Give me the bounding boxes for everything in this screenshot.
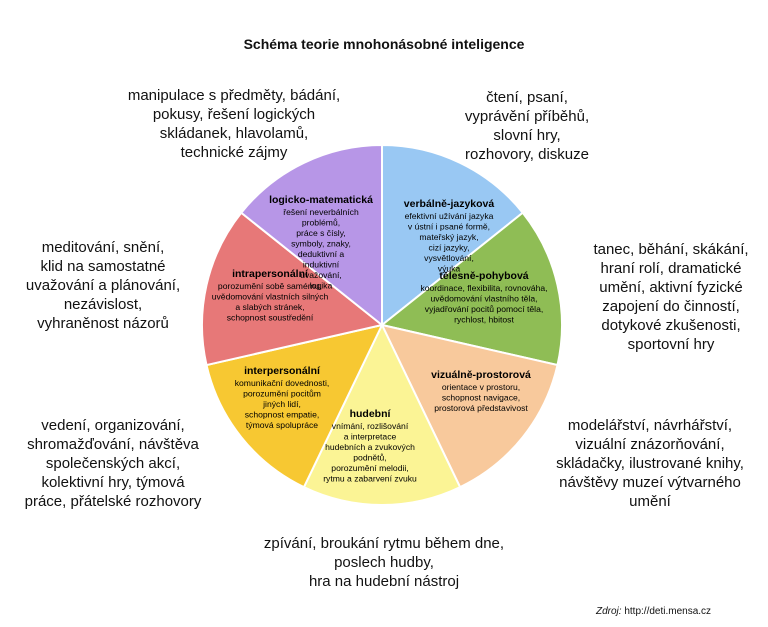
segment-desc-line: orientace v prostoru, (442, 382, 520, 392)
segment-title-vizualne: vizuálně-prostorová (431, 369, 531, 381)
slice-interpersonalni (205, 323, 384, 489)
segment-desc-line: symboly, znaky, (291, 239, 351, 249)
segment-desc-line: uvědomování vlastních silných (212, 292, 329, 302)
source-note: Zdroj: http://deti.mensa.cz (596, 606, 711, 617)
page-title: Schéma teorie mnohonásobné inteligence (243, 36, 525, 52)
activities-vizualne: modelářství, návrhářství, vizuální znázo… (556, 417, 744, 510)
segment-desc-line: efektivní užívání jazyka (405, 211, 494, 221)
slice-hudebni (302, 322, 462, 506)
slice-logicko (239, 143, 383, 328)
segment-desc-line: vnímání, rozlišování (332, 421, 409, 431)
segment-desc-line: vysvětlování, (424, 253, 474, 263)
segment-title-hudebni: hudební (350, 408, 392, 420)
slice-intrapersonalni (201, 211, 385, 367)
segment-desc-line: a slabých stránek, (235, 302, 304, 312)
segment-desc-line: podnětů, (353, 453, 386, 463)
segment-desc-line: schopnost empatie, (245, 410, 320, 420)
segment-desc-line: vyjadřování pocitů pomocí těla, (425, 304, 543, 314)
segment-desc-line: rychlost, hbitost (454, 315, 514, 325)
segment-desc-line: logika (310, 281, 333, 291)
segment-desc-line: rytmu a zabarvení zvuku (323, 474, 417, 484)
segment-desc-line: cizí jazyky, (429, 243, 470, 253)
segment-desc-line: porozumění pocitům (243, 389, 321, 399)
source-label: Zdroj: (596, 606, 622, 617)
segment-desc-line: uvažování, (300, 270, 342, 280)
segment-desc-line: deduktivní a (298, 249, 345, 259)
segment-desc-line: v ústní i psané formě, (408, 222, 490, 232)
segment-desc-line: schopnost navigace, (442, 393, 520, 403)
activities-intrapersonalni: meditování, snění, klid na samostatné uv… (25, 239, 181, 332)
segment-title-logicko: logicko-matematická (269, 194, 373, 206)
slice-telesne (379, 211, 563, 367)
segment-desc-line: výuka (438, 264, 461, 274)
segment-desc-line: porozumění sobě samému, (218, 281, 322, 291)
slice-verbalne (381, 143, 525, 328)
slice-vizualne (380, 323, 559, 489)
segment-desc-line: jiných lidí, (262, 399, 301, 409)
segment-title-verbalne: verbálně-jazyková (404, 198, 495, 210)
segment-title-telesne: tělesně-pohybová (439, 270, 528, 282)
segment-desc-line: a interpretace (344, 432, 397, 442)
source-url: http://deti.mensa.cz (624, 606, 712, 617)
segment-desc-line: porozumění melodii, (331, 463, 408, 473)
activities-logicko: manipulace s předměty, bádání, pokusy, ř… (127, 87, 341, 161)
segment-desc-line: práce s čísly, (296, 228, 346, 238)
segment-desc-line: týmová spolupráce (246, 420, 318, 430)
activities-telesne: tanec, běhání, skákání, hraní rolí, dram… (593, 241, 749, 353)
segment-desc-line: řešení neverbálních (283, 207, 359, 217)
segment-desc-line: koordinace, flexibilita, rovnováha, (420, 283, 547, 293)
activities-interpersonalni: vedení, organizování, shromažďování, náv… (24, 417, 202, 510)
segment-desc-line: induktivní (303, 260, 340, 270)
activities-verbalne: čtení, psaní, vyprávění příběhů, slovní … (464, 89, 590, 163)
segment-title-interpersonalni: interpersonální (244, 365, 321, 377)
segment-title-intrapersonalni: intrapersonální (232, 268, 309, 280)
segment-desc-line: problémů, (302, 218, 340, 228)
segment-desc-line: uvědomování vlastního těla, (430, 294, 537, 304)
segment-desc-line: komunikační dovednosti, (235, 378, 330, 388)
segment-desc-line: schopnost soustředění (227, 313, 314, 323)
segment-desc-line: prostorová představivost (434, 403, 528, 413)
segment-desc-line: mateřský jazyk, (419, 232, 478, 242)
segment-desc-line: hudebních a zvukových (325, 442, 415, 452)
activities-hudebni: zpívání, broukání rytmu během dne, posle… (263, 535, 505, 590)
wheel-slices (201, 143, 563, 506)
